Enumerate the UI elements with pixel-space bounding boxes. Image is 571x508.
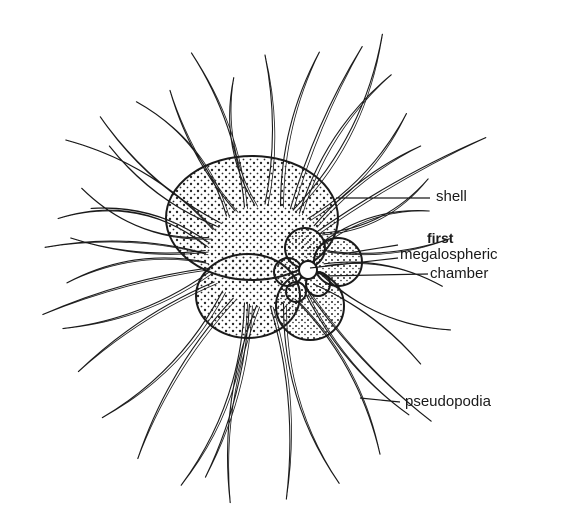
megalospheric-label: megalospheric — [400, 247, 498, 263]
pseudopodium-strand — [63, 272, 209, 328]
chamber-label: chamber — [430, 266, 488, 282]
pseudopodium-strand — [43, 268, 207, 314]
pseudopodium-strand — [78, 282, 214, 372]
first-megalospheric-chamber — [299, 261, 317, 279]
shell-chambers — [166, 156, 362, 340]
pseudopodia-label: pseudopodia — [405, 394, 491, 410]
small-chamber — [286, 282, 306, 302]
first-label: first — [427, 230, 453, 246]
pseudopodium-strand — [322, 179, 428, 235]
pseudopodium-strand — [321, 138, 486, 233]
pseudopodia-leader — [360, 398, 400, 402]
shell-label: shell — [436, 189, 467, 205]
pseudopodium-strand — [43, 270, 210, 315]
